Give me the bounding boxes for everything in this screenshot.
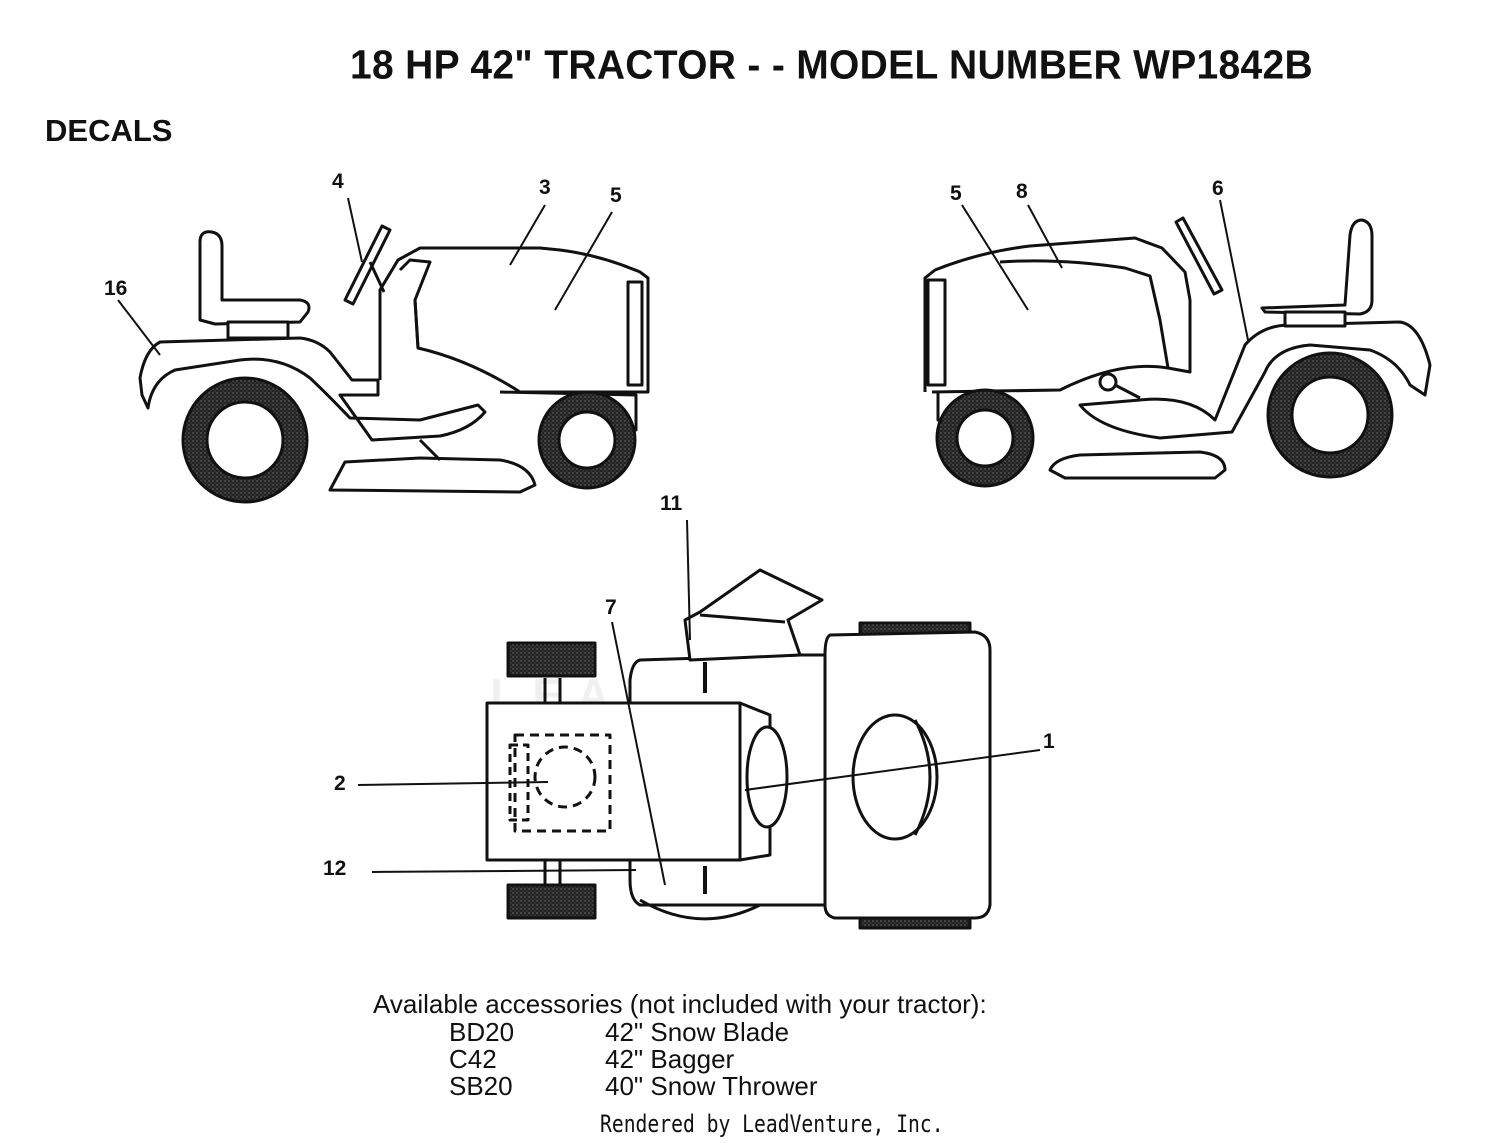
- callout-7: 7: [605, 596, 617, 619]
- callout-11: 11: [660, 492, 683, 515]
- accessory-code: BD20: [449, 1017, 515, 1047]
- tractor-left-side-view: [117, 197, 650, 504]
- accessory-row: C42 42" Bagger: [373, 1044, 987, 1074]
- accessories-heading: Available accessories (not included with…: [373, 989, 987, 1019]
- tractor-top-view: [357, 519, 1041, 930]
- callout-16: 16: [104, 277, 128, 300]
- accessory-description: 42" Snow Blade: [605, 1017, 790, 1047]
- accessory-code: SB20: [449, 1071, 513, 1101]
- tractor-right-side-view: [923, 199, 1432, 488]
- callout-1: 1: [1043, 730, 1055, 753]
- callout-5-right: 5: [950, 182, 962, 205]
- callout-8: 8: [1016, 180, 1028, 203]
- rendered-by-footer: Rendered by LeadVenture, Inc.: [600, 1110, 944, 1138]
- callout-3: 3: [539, 176, 551, 199]
- callout-12: 12: [323, 857, 347, 880]
- callout-6: 6: [1212, 177, 1224, 200]
- callout-4: 4: [332, 170, 344, 193]
- accessory-code: C42: [449, 1044, 497, 1074]
- accessory-description: 42" Bagger: [605, 1044, 735, 1074]
- accessory-description: 40" Snow Thrower: [605, 1071, 818, 1101]
- accessory-row: BD20 42" Snow Blade: [373, 1017, 987, 1047]
- callout-2: 2: [334, 772, 346, 795]
- diagram-title: 18 HP 42" TRACTOR - - MODEL NUMBER WP184…: [350, 42, 1313, 89]
- section-heading: DECALS: [45, 113, 173, 148]
- accessories-list: Available accessories (not included with…: [373, 989, 987, 1101]
- accessory-row: SB20 40" Snow Thrower: [373, 1071, 987, 1101]
- callout-5-left: 5: [610, 184, 622, 207]
